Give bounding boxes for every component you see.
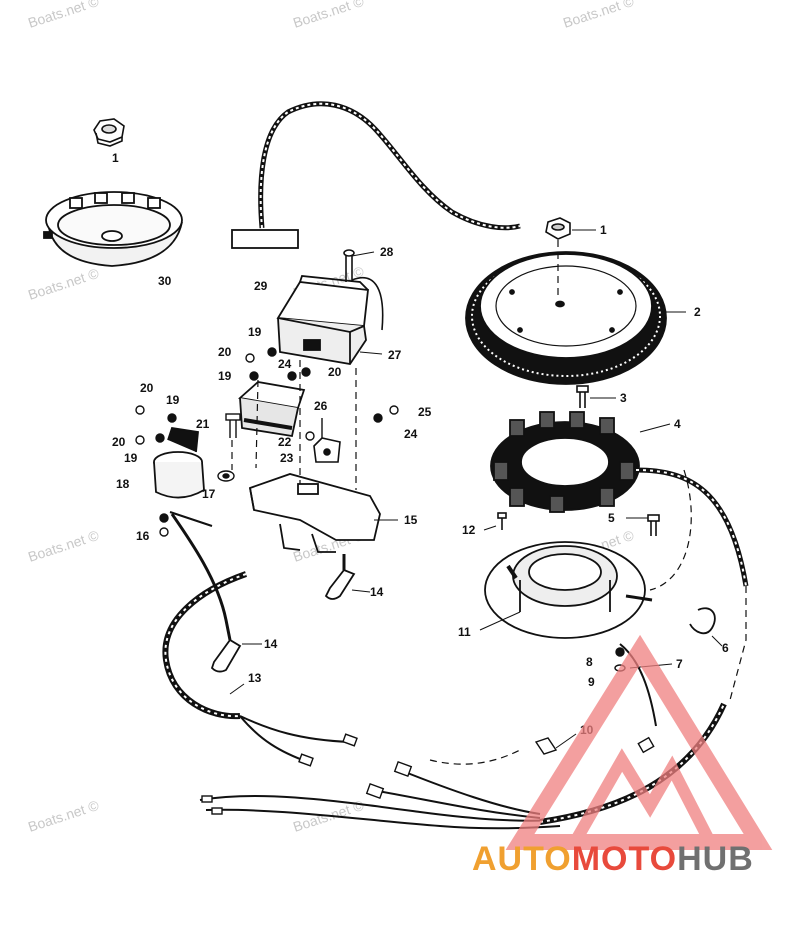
part-stator <box>490 411 749 587</box>
watermark-text: Boats.net © <box>26 0 101 31</box>
watermark-text: Boats.net © <box>26 265 101 303</box>
callout-8: 8 <box>586 655 593 669</box>
callout-19: 19 <box>248 325 262 339</box>
watermark-text: Boats.net © <box>26 527 101 565</box>
part-flywheel-nut <box>545 217 571 240</box>
callout-2: 2 <box>694 305 701 319</box>
callout-20: 20 <box>328 365 342 379</box>
callout-18: 18 <box>116 477 130 491</box>
callout-26: 26 <box>314 399 328 413</box>
callout-9: 9 <box>588 675 595 689</box>
part-terminal-23 <box>313 437 341 463</box>
part-wire-harness <box>162 511 727 830</box>
callout-29: 29 <box>254 279 268 293</box>
alignment-lines <box>231 240 747 765</box>
watermark-text: Boats.net © <box>26 797 101 835</box>
callout-30: 30 <box>158 274 172 288</box>
leader-lines <box>229 229 723 749</box>
callout-23: 23 <box>280 451 294 465</box>
watermark-text: Boats.net © <box>561 0 636 31</box>
part-harness-strap <box>231 101 521 249</box>
callout-12: 12 <box>462 523 476 537</box>
callout-14: 14 <box>264 637 278 651</box>
part-ignition-coil <box>153 426 205 499</box>
part-washer-17 <box>217 470 235 482</box>
callout-19: 19 <box>166 393 180 407</box>
callout-21: 21 <box>196 417 210 431</box>
part-mounting-bracket <box>248 473 381 553</box>
part-screws-small <box>497 385 660 536</box>
callout-19: 19 <box>124 451 138 465</box>
part-switch-box <box>276 275 369 365</box>
callout-20: 20 <box>112 435 126 449</box>
callout-1: 1 <box>600 223 607 237</box>
logo-moto: MOTO <box>572 840 677 878</box>
callout-24: 24 <box>278 357 292 371</box>
watermark-text: Boats.net © <box>291 0 366 31</box>
callout-14: 14 <box>370 585 384 599</box>
callout-15: 15 <box>404 513 418 527</box>
part-flywheel <box>465 251 667 385</box>
logo-wordmark: AUTOMOTOHUB <box>472 840 754 878</box>
logo-auto: AUTO <box>472 840 572 878</box>
part-small-bolts <box>135 347 399 445</box>
callout-17: 17 <box>202 487 216 501</box>
part-screw-28 <box>343 249 384 331</box>
part-connectors <box>159 513 655 815</box>
callout-22: 22 <box>278 435 292 449</box>
callout-19: 19 <box>218 369 232 383</box>
callout-20: 20 <box>218 345 232 359</box>
callout-27: 27 <box>388 348 402 362</box>
callout-28: 28 <box>380 245 394 259</box>
callout-labels: 1 30 29 28 1 2 27 19 20 24 19 20 20 19 2… <box>112 151 729 737</box>
callout-24: 24 <box>404 427 418 441</box>
callout-25: 25 <box>418 405 432 419</box>
part-stator-base <box>484 541 653 639</box>
callout-7: 7 <box>676 657 683 671</box>
part-spark-boots <box>170 513 356 673</box>
callout-20: 20 <box>140 381 154 395</box>
callout-16: 16 <box>136 529 150 543</box>
callout-3: 3 <box>620 391 627 405</box>
part-flywheel-cover <box>43 191 183 267</box>
callout-1: 1 <box>112 151 119 165</box>
automotohub-logo: AUTOMOTOHUB <box>472 634 773 878</box>
callout-13: 13 <box>248 671 262 685</box>
logo-triangle-icon <box>505 634 773 850</box>
logo-hub: HUB <box>677 840 754 878</box>
part-nut-top-left <box>93 118 125 147</box>
part-coil-module <box>238 381 306 438</box>
part-retaining-ring <box>689 607 716 635</box>
callout-5: 5 <box>608 511 615 525</box>
callout-6: 6 <box>722 641 729 655</box>
callout-11: 11 <box>458 625 471 639</box>
callout-4: 4 <box>674 417 681 431</box>
